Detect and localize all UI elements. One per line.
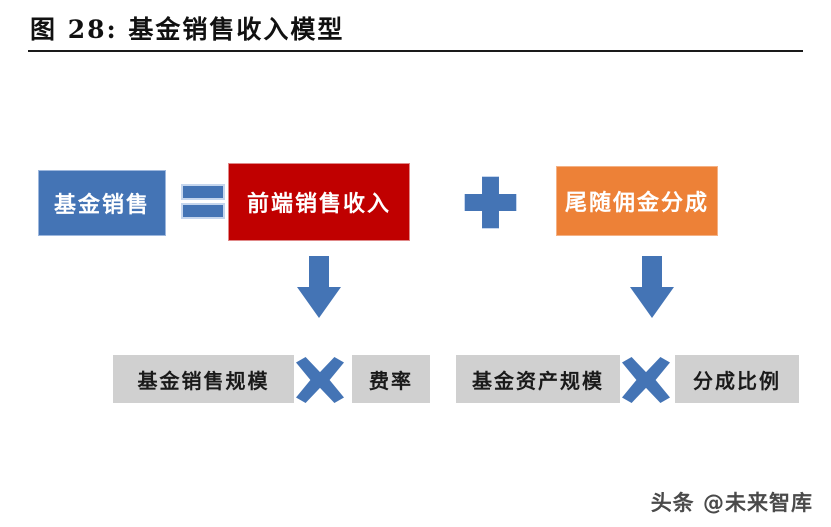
equals-bar-bottom [181,203,225,219]
multiply-shape [622,357,670,403]
page-title: 图 28: 基金销售收入模型 [30,15,345,44]
arrow-head [630,287,674,318]
arrow-shaft [642,256,662,289]
node-share-ratio: 分成比例 [675,355,799,403]
arrow-down-icon-left [297,256,341,318]
node-fund-sales: 基金销售 [38,170,166,236]
multiply-icon-right [622,357,670,403]
multiply-shape [296,357,344,403]
plus-shape [464,176,517,229]
equals-bar-top [181,184,225,200]
node-fund-sales-scale: 基金销售规模 [113,355,294,403]
multiply-icon-left [296,357,344,403]
arrow-shaft [309,256,329,289]
title-divider [28,50,803,52]
arrow-head [297,287,341,318]
arrow-down-icon-right [630,256,674,318]
watermark: 头条 @未来智库 [650,491,813,515]
equals-icon [181,184,225,225]
node-front-end-sales-revenue: 前端销售收入 [228,163,410,241]
plus-icon [464,176,517,229]
node-trailing-commission-share: 尾随佣金分成 [556,166,718,236]
node-fund-asset-scale: 基金资产规模 [456,355,620,403]
node-fee-rate: 费率 [352,355,430,403]
